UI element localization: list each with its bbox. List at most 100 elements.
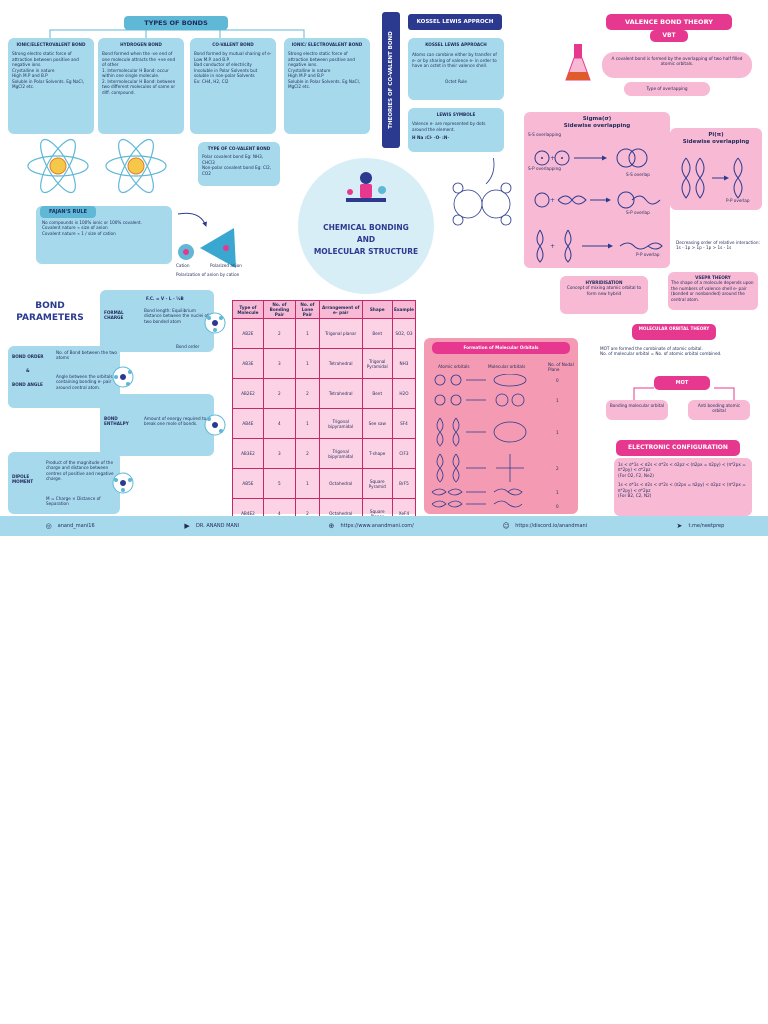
center-title-line3: MOLECULAR STRUCTURE (313, 247, 419, 256)
mo-col3: No. of Nodal Plane (548, 362, 574, 373)
pi-card: Pi(π) Sidewise overlapping (670, 128, 762, 210)
youtube-icon: ▶ (184, 522, 190, 530)
vsepr-text: The shape of a molecule depends upon the… (671, 280, 754, 302)
table-cell: 5 (262, 468, 296, 499)
vsepr-card: VSEPR THEORY The shape of a molecule dep… (668, 272, 758, 310)
table-cell: Tetrahedral (318, 348, 363, 379)
ionic-point: Crystalline in nature (12, 67, 55, 73)
table-cell: 2 (262, 378, 296, 409)
mo-node: 0 (556, 378, 559, 383)
hydrogen-heading: HYDROGEN BOND (120, 42, 162, 47)
kossel-card: KOSSEL LEWIS APPROACH Atoms can combine … (408, 38, 504, 100)
dipole-text: Product of the magnitude of the charge a… (46, 460, 114, 482)
table-cell: Trigonal bipyramidal (318, 408, 363, 439)
mo-node: 1 (556, 398, 559, 403)
vsepr-header-cell: Example (391, 300, 417, 319)
config-card: 1s < σ*1s < σ2s < σ*2s < σ2pz < (π2px = … (614, 458, 752, 516)
footer-website[interactable]: ⊕https://www.anandmani.com/ (326, 521, 414, 531)
molecule-icon (112, 366, 134, 388)
table-cell: SO2, O3 (391, 318, 417, 349)
table-cell: 3 (262, 438, 296, 469)
ss-label: S-S overlapping (528, 132, 562, 138)
ionic2-point: High M.P and B.P (288, 73, 324, 79)
table-cell: 1 (294, 408, 320, 439)
bond-angle-text: Angle between the orbitals containing bo… (56, 374, 113, 390)
vbt-definition: A covalent bond is formed by the overlap… (602, 52, 752, 78)
hybrid-card: HYBRIDISATION Concept of mixing atomic o… (560, 276, 648, 314)
vsepr-header-cell: No. of Lone Pair (294, 300, 320, 319)
poster: TYPES OF BONDS IONIC/ELECTROVALENT BOND … (0, 12, 768, 536)
atom-icon (105, 138, 167, 194)
theories-side-bar: THEORIES OF CO-VALENT BOND (382, 12, 400, 148)
table-cell: 2 (262, 318, 296, 349)
footer-discord[interactable]: ☺ https://discord.io/anandmani (501, 521, 588, 531)
ionic-point: High M.P and B.P (12, 73, 48, 79)
kossel-header: KOSSEL LEWIS APPROCH (408, 14, 502, 30)
footer-instagram[interactable]: ◎anand_mani16 (44, 521, 95, 531)
covalent-point: Ex: CH4, H2, Cl2 (194, 78, 229, 84)
sigma-title: Sigma(σ) (582, 116, 612, 122)
bond-order-text: No. of Bond between the two atoms (56, 350, 117, 361)
svg-text:+: + (550, 243, 555, 250)
instagram-icon: ◎ (45, 522, 52, 530)
covalent-bond-card: CO-VALENT BOND Bond formed by mutual sha… (190, 38, 276, 134)
table-cell: See saw (361, 408, 393, 439)
molecule-icon (112, 472, 134, 494)
formal-formula: F.C. = V - L - ½B (146, 296, 184, 301)
hydrogen-point: 1. Intermolecular H Bond: occur within o… (102, 67, 169, 79)
bond-angle-label: BOND ANGLE (12, 382, 43, 387)
telegram-icon: ➤ (676, 522, 683, 530)
mo-node: 2 (556, 466, 559, 471)
formal-label: FORMAL CHARGE (104, 310, 124, 321)
table-cell: 2 (294, 438, 320, 469)
table-cell: 4 (262, 408, 296, 439)
config-line2-for: (For B2, C2, N2) (618, 493, 652, 499)
footer-bar: ◎anand_mani16 ▶DR. ANAND MANI ⊕https://w… (0, 516, 768, 536)
covalent-point: Insoluble in Polar Solvents but soluble … (194, 67, 258, 79)
table-cell: NH3 (391, 348, 417, 379)
globe-icon: ⊕ (328, 522, 335, 530)
ionic-point: Strong electro static force of attractio… (12, 51, 79, 68)
sigma-overlap-diagram: + + + (534, 148, 663, 263)
vsepr-title: VSEPR THEORY (695, 275, 731, 280)
bonding-mo: Bonding molecular orbital (606, 400, 668, 420)
table-cell: Octahedral (318, 468, 363, 499)
discord-icon: ☺ (502, 522, 510, 530)
enthalpy-text: Amount of energy required to break one m… (144, 416, 207, 427)
table-cell: ClF3 (391, 438, 417, 469)
antibonding-mo: Anti bonding atomic orbital (688, 400, 750, 420)
flask-icon (565, 44, 591, 81)
lewis-card: LEWIS SYMBOLE Valence e- are represented… (408, 108, 504, 152)
fajans-title: FAJAN'S RULE (40, 206, 96, 218)
footer-telegram[interactable]: ➤t.me/neetprep (674, 521, 725, 531)
table-cell: AB5E (232, 468, 264, 499)
bond-params-title-2: PARAMETERS (16, 313, 84, 323)
hydrogen-point: 2. Intermolecular H Bond: between two di… (102, 78, 176, 95)
vsepr-table: Type of Molecule No. of Bonding Pair No.… (232, 300, 417, 529)
pi-caption: P-P overlap (726, 198, 750, 203)
mo-node: 1 (556, 430, 559, 435)
table-cell: T-shape (361, 438, 393, 469)
table-cell: Bent (361, 378, 393, 409)
theories-side-title: THEORIES OF CO-VALENT BOND (388, 31, 394, 129)
covalent-heading: CO-VALENT BOND (212, 42, 254, 47)
lewis-structure-diagram (452, 158, 512, 226)
vbt-title: VALENCE BOND THEORY (606, 14, 732, 30)
molecule-icon (204, 312, 226, 334)
pi-overlap-diagram (681, 157, 743, 199)
vsepr-header-row: Type of Molecule No. of Bonding Pair No.… (232, 300, 417, 319)
bond-enthalpy-card: BOND ENTHALPY Amount of energy required … (100, 394, 214, 456)
fajans-point: No compounds is 100% ionic or 100% coval… (42, 220, 143, 225)
footer-youtube[interactable]: ▶DR. ANAND MANI (182, 521, 239, 531)
types-of-bonds-title: TYPES OF BONDS (124, 16, 228, 30)
pp-caption: P-P overlap (636, 252, 660, 257)
anion-label: Polarized anion (210, 263, 242, 268)
covalent-point: Bond formed by mutual sharing of e- (194, 51, 272, 57)
table-cell: Trigonal bipyramidal (318, 438, 363, 469)
mot-points: MOT are formed the combinate of atomic o… (600, 346, 760, 357)
octet-label: Octet Rule (445, 78, 467, 84)
discord-url: https://discord.io/anandmani (515, 523, 588, 529)
